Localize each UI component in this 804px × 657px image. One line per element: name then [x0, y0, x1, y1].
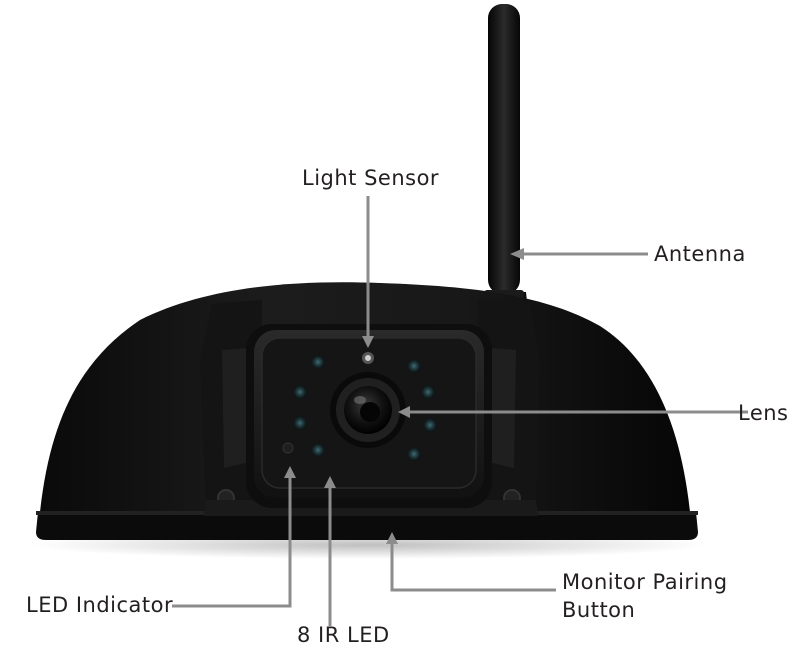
ir-led-label: 8 IR LED [297, 625, 390, 646]
pairing-button-label-line2: Button [562, 600, 635, 621]
antenna-label: Antenna [654, 244, 746, 265]
light-sensor [362, 352, 374, 364]
ir-led [423, 418, 437, 432]
pairing-button-label-line1: Monitor Pairing [562, 572, 728, 593]
ir-led [293, 385, 307, 399]
led-indicator [283, 443, 293, 453]
light-sensor-label: Light Sensor [302, 168, 439, 189]
ir-led [311, 443, 325, 457]
ir-led [407, 359, 421, 373]
ir-led [421, 385, 435, 399]
ir-led [293, 416, 307, 430]
base-plate [36, 512, 698, 540]
ir-led [407, 447, 421, 461]
lens [330, 372, 406, 448]
led-indicator-label: LED Indicator [26, 595, 173, 616]
ir-led [311, 355, 325, 369]
lens-label: Lens [738, 403, 789, 424]
